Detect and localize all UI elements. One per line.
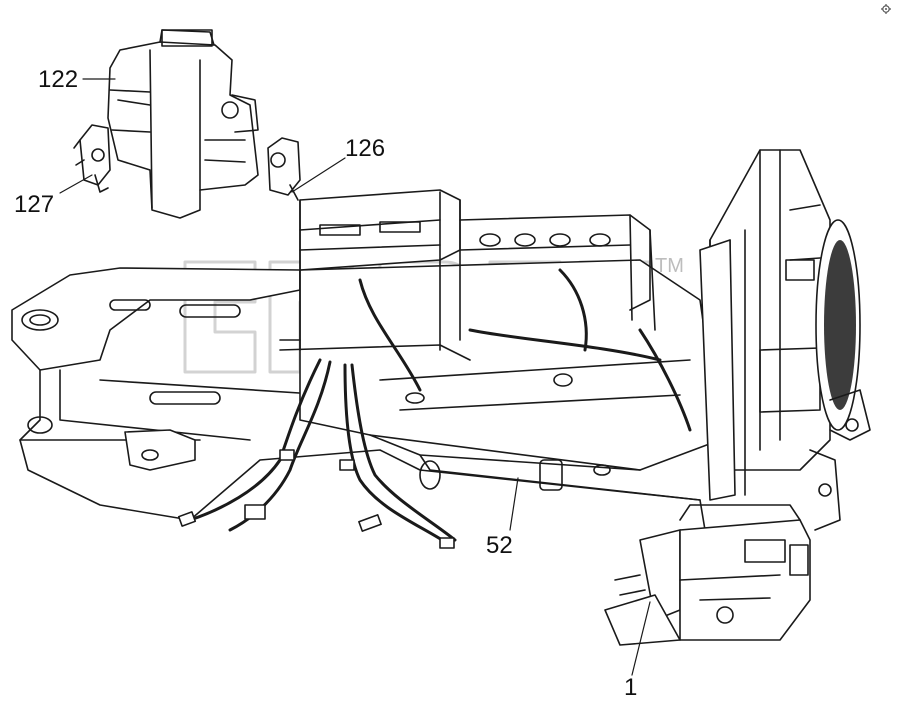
leader-1 (631, 601, 651, 676)
engine-mount-right (267, 137, 301, 201)
leader-52 (509, 477, 519, 531)
callout-1: 1 (624, 674, 638, 701)
callout-52: 52 (486, 532, 513, 559)
transmission-assembly (107, 29, 259, 219)
watermark-tm: TM (655, 255, 684, 277)
callout-122: 122 (38, 66, 79, 93)
engine-mount-left (73, 124, 111, 193)
leader-lines (59, 78, 651, 676)
callout-127: 127 (14, 191, 55, 218)
radiator-cooler (699, 149, 871, 531)
main-frame (11, 259, 781, 531)
gear-icon[interactable] (878, 3, 894, 15)
callout-126: 126 (345, 135, 386, 162)
hose-fittings (177, 449, 455, 549)
cage-frame (279, 189, 656, 361)
guard-box (604, 504, 811, 646)
leader-126 (291, 157, 346, 193)
leader-127 (59, 174, 93, 194)
